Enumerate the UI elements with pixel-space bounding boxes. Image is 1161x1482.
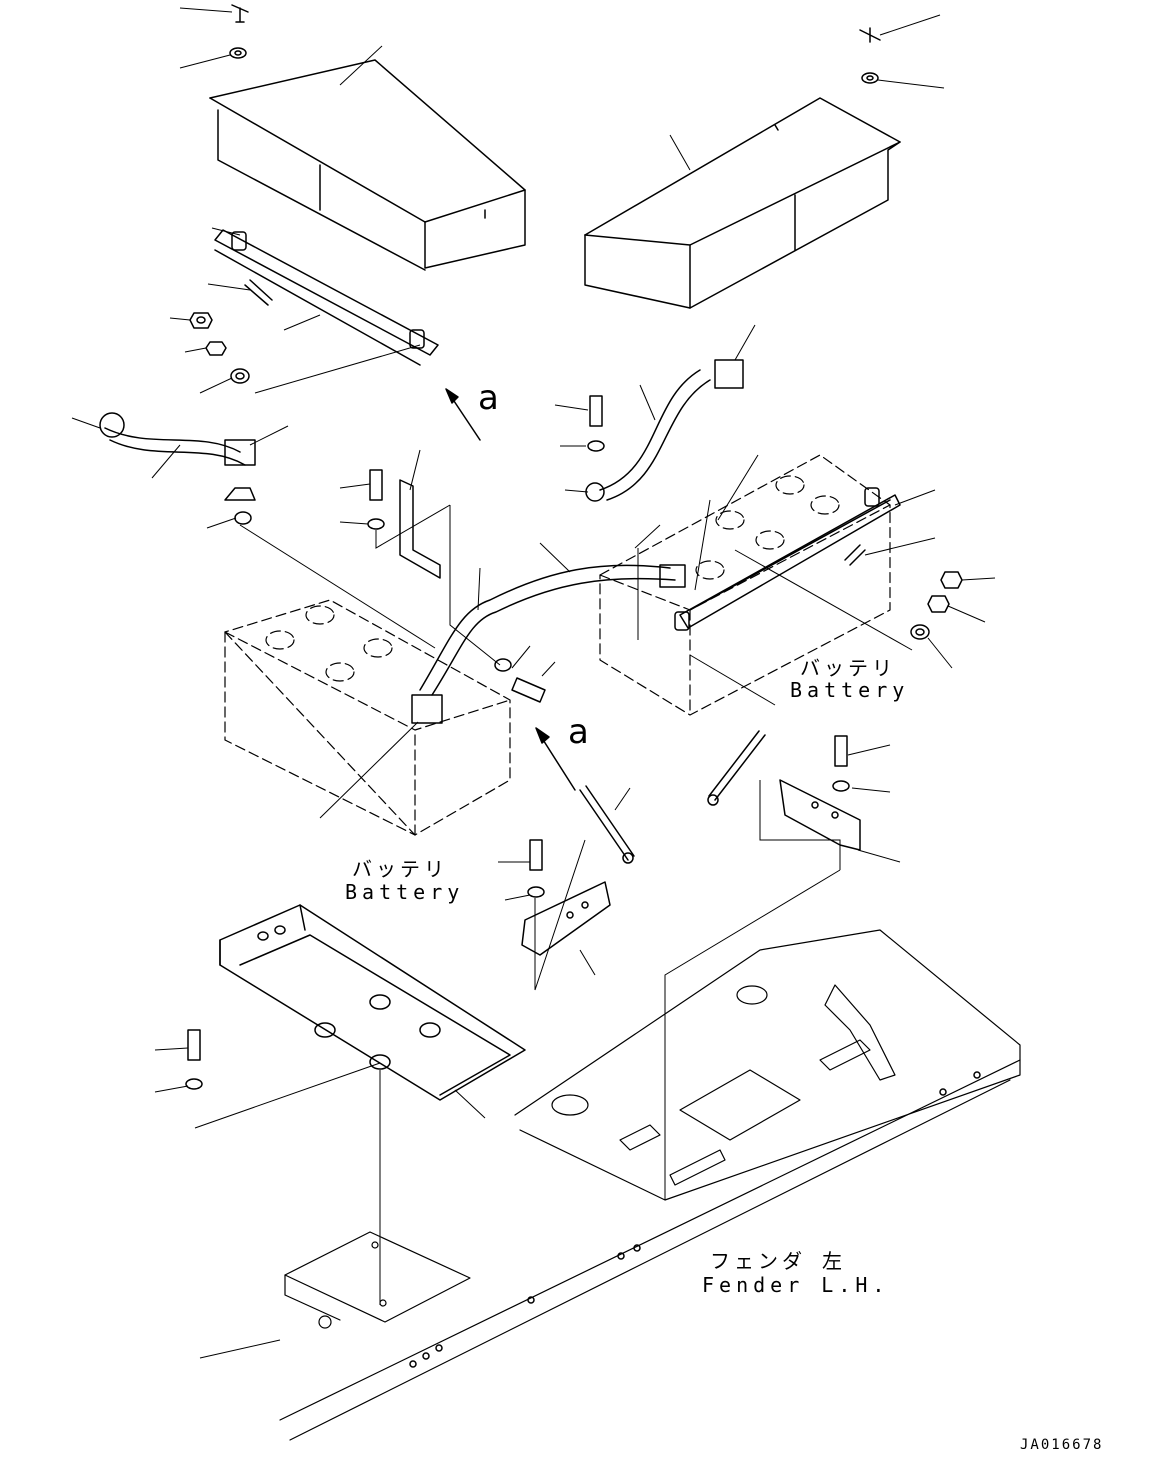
ground-strap-1 (579, 785, 635, 864)
battery-cover-left (209, 59, 526, 271)
battery-cable-right (585, 359, 744, 502)
leader-lines (71, 7, 996, 1359)
view-label-a-lower: a (568, 712, 589, 752)
fender-label-jp: フェンダ 左 (710, 1249, 847, 1273)
bolt-washer-set-3 (832, 735, 850, 792)
battery-tray (219, 904, 526, 1101)
fender-frame (279, 929, 1021, 1441)
view-label-a-upper: a (478, 378, 499, 418)
bracket-small-right (779, 779, 861, 851)
battery-cover-right (584, 97, 901, 309)
ground-strap-2 (707, 730, 766, 806)
battery-cable-left (99, 412, 256, 525)
fender-bolt-holes (409, 1071, 981, 1368)
battery-left-label-en: Battery (345, 880, 465, 904)
bolt-connecting (494, 658, 546, 703)
bracket-vertical (399, 479, 441, 579)
bracket-small-center (521, 881, 611, 956)
battery-right (599, 454, 891, 716)
hold-down-bar-left (214, 229, 439, 366)
fender-label-en: Fender L.H. (702, 1273, 890, 1297)
nuts-washers-right (910, 571, 963, 640)
wing-bolt-left (229, 4, 249, 59)
bolt-washer-set-5 (185, 1029, 203, 1090)
battery-left (224, 599, 511, 836)
nuts-washers-left (189, 312, 250, 384)
battery-right-label-en: Battery (790, 678, 910, 702)
wing-bolt-right (859, 27, 881, 84)
bolt-washer-set-1 (367, 469, 385, 530)
drawing-code: JA016678 (1020, 1437, 1104, 1453)
battery-left-label-jp: バッテリ (352, 857, 448, 881)
fender-mount-plate (284, 1231, 471, 1329)
battery-connecting-cable (411, 564, 686, 724)
bolt-washer-set-2 (587, 395, 605, 452)
view-arrow-a-upper (445, 388, 481, 441)
bolt-washer-set-4 (527, 839, 545, 898)
battery-right-label-jp: バッテリ (800, 656, 896, 680)
view-arrow-a-lower (535, 727, 576, 791)
